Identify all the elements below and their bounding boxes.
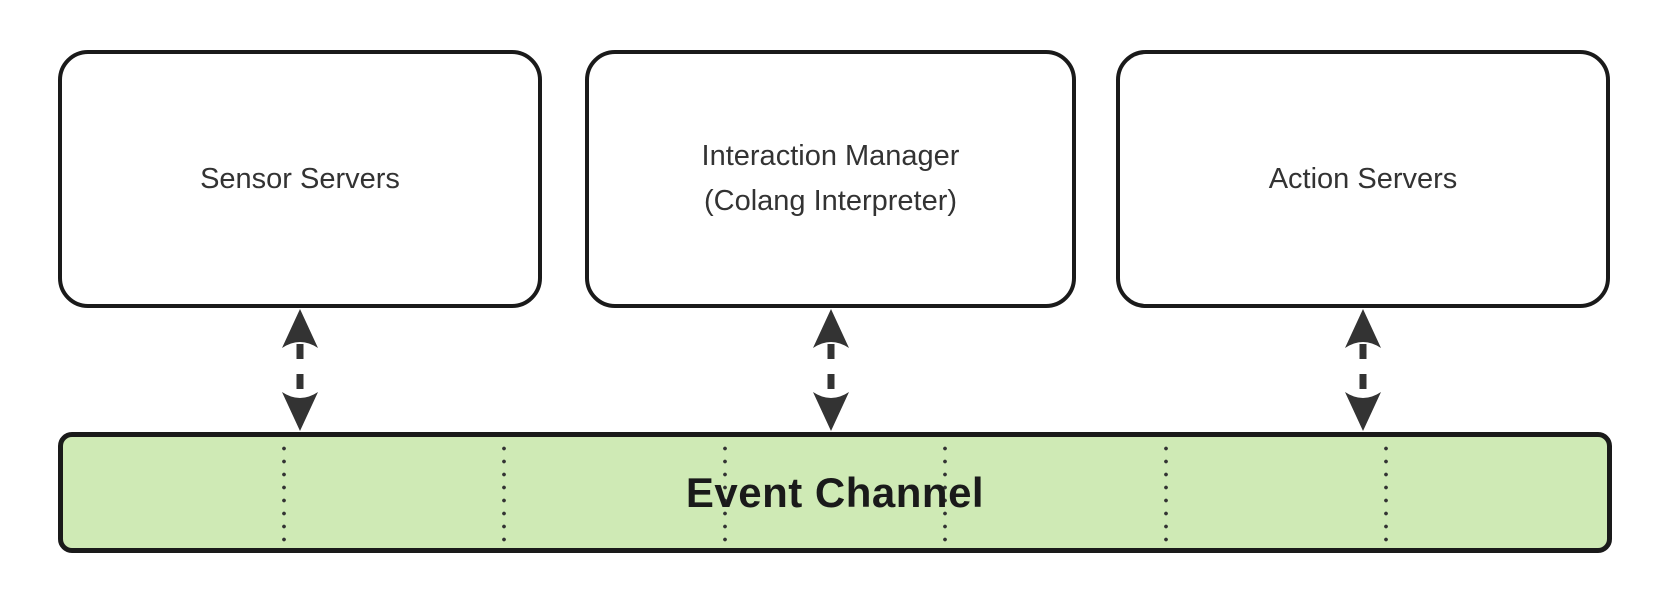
event-channel-label: Event Channel: [685, 468, 985, 516]
node-interaction-manager-label: Interaction Manager (Colang Interpreter): [701, 140, 960, 217]
lane-separator-dotted: [722, 442, 727, 543]
node-interaction-manager: Interaction Manager (Colang Interpreter): [585, 50, 1076, 308]
node-action-servers: Action Servers: [1116, 50, 1610, 308]
bidirectional-dashed-arrow-interaction: [813, 309, 849, 431]
lane-separator-dotted: [1384, 442, 1389, 543]
bidirectional-dashed-arrow-sensor: [282, 309, 318, 431]
lane-separator-dotted: [943, 442, 948, 543]
bidirectional-dashed-arrow-action: [1345, 309, 1381, 431]
node-sensor-servers-label: Sensor Servers: [200, 162, 400, 195]
node-sensor-servers: Sensor Servers: [58, 50, 542, 308]
lane-separator-dotted: [502, 442, 507, 543]
node-action-servers-label: Action Servers: [1268, 162, 1458, 195]
lane-separator-dotted: [281, 442, 286, 543]
event-channel-bar: Event Channel: [58, 432, 1612, 553]
lane-separator-dotted: [1163, 442, 1168, 543]
